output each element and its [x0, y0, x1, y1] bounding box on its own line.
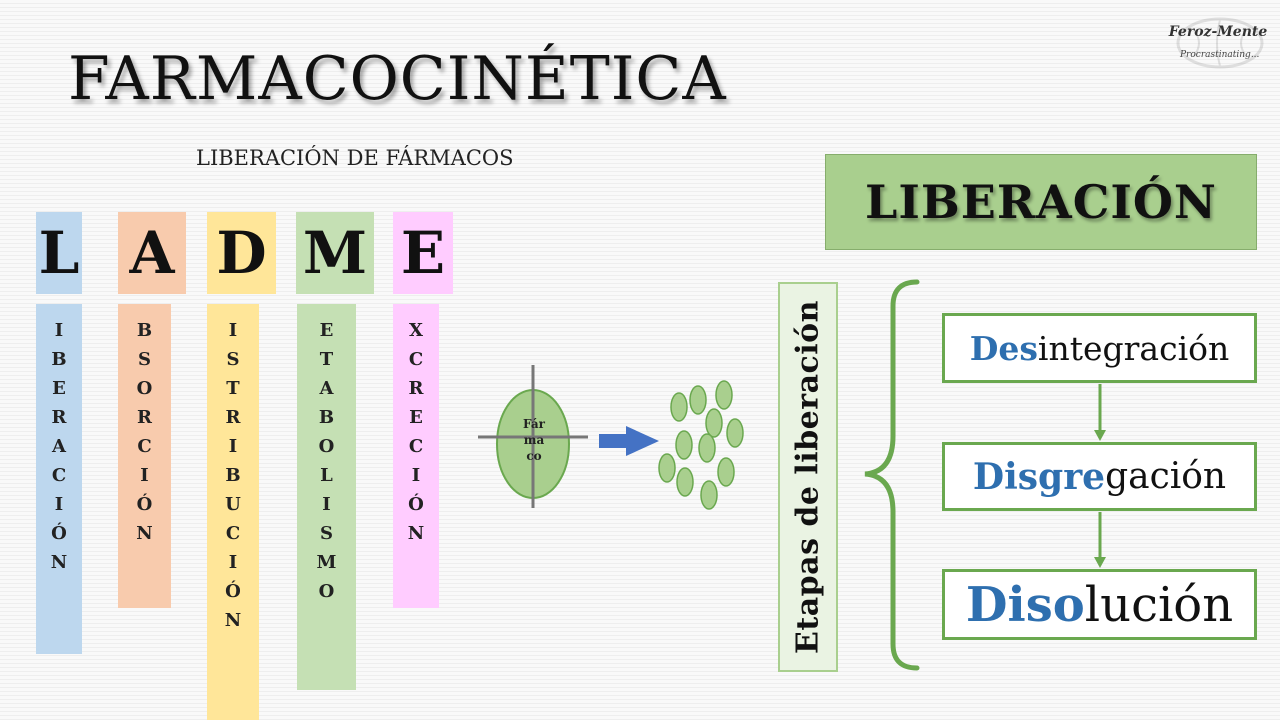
strip-letter: N [50, 552, 68, 573]
strip-letter: I [322, 494, 331, 515]
strip-letter: M [316, 552, 337, 573]
strip-letter: B [51, 349, 67, 370]
strip-letter: S [138, 349, 151, 370]
brace-and-connectors [864, 279, 1106, 671]
liberacion-title: LIBERACIÓN [865, 175, 1217, 229]
strip-letter: Ó [51, 523, 67, 544]
ladme-strip-excrecion: X C R E C I Ó N [393, 304, 439, 608]
particle [715, 380, 733, 410]
drug-label: Fár ma co [504, 416, 564, 464]
strip-letter: T [226, 378, 240, 399]
strip-letter: C [51, 465, 67, 486]
strip-letter: I [228, 320, 238, 341]
strip-letter: X [409, 320, 423, 341]
strip-letter: S [320, 523, 333, 544]
ladme-strip-liberacion: I B E R A C I Ó N [36, 304, 82, 654]
strip-letter: E [409, 407, 423, 428]
strip-letter: S [226, 349, 240, 370]
particle [700, 480, 718, 510]
etapas-box: Etapas de liberación [778, 282, 838, 672]
strip-letter: N [136, 523, 153, 544]
strip-letter: L [320, 465, 333, 486]
ladme-letter-l: L [36, 212, 82, 294]
strip-letter: R [408, 378, 424, 399]
strip-letter: O [318, 581, 335, 602]
curly-brace [864, 279, 920, 671]
strip-letter: C [225, 523, 241, 544]
particle [689, 385, 707, 415]
brain-icon [1176, 17, 1264, 69]
connector-arrowhead [1094, 557, 1106, 568]
stage-rest: gación [1105, 456, 1227, 497]
connector-arrowhead [1094, 430, 1106, 441]
strip-letter: C [408, 436, 424, 457]
strip-letter: R [225, 407, 241, 428]
strip-letter: T [319, 349, 334, 370]
ladme-letter-d: D [207, 212, 276, 294]
strip-letter: B [225, 465, 241, 486]
brand-logo: Feroz-Mente Procrastinating... [1166, 16, 1270, 72]
ladme-strip-distribucion: I S T R I B U C I Ó N [207, 304, 259, 720]
stage-highlight: Diso [965, 576, 1085, 633]
strip-letter: I [228, 552, 238, 573]
strip-letter: B [136, 320, 153, 341]
ladme-letter-a: A [118, 212, 186, 294]
liberacion-header-box: LIBERACIÓN [825, 154, 1257, 250]
particle [670, 392, 688, 422]
stage-highlight: Des [969, 328, 1038, 368]
strip-letter: O [318, 436, 335, 457]
particle [705, 408, 723, 438]
drug-label-line: ma [523, 433, 545, 447]
particle [717, 457, 735, 487]
drug-disintegration-illustration [478, 365, 744, 510]
strip-letter: I [411, 465, 421, 486]
strip-letter: I [140, 465, 149, 486]
strip-letter: I [228, 436, 238, 457]
strip-letter: R [51, 407, 67, 428]
stage-rest: lución [1084, 576, 1234, 633]
strip-letter: N [224, 610, 242, 631]
page-title: FARMACOCINÉTICA [68, 44, 727, 114]
strip-letter: U [225, 494, 241, 515]
strip-letter: A [52, 436, 66, 457]
strip-letter: Ó [408, 494, 424, 515]
ladme-letter-e: E [393, 212, 453, 294]
strip-letter: E [52, 378, 66, 399]
drug-label-line: co [526, 449, 542, 463]
etapas-label: Etapas de liberación [790, 299, 826, 655]
strip-letter: A [319, 378, 334, 399]
strip-letter: N [407, 523, 425, 544]
logo-brand-text: Feroz-Mente [1168, 24, 1268, 40]
strip-letter: I [54, 494, 64, 515]
ladme-strip-absorcion: B S O R C I Ó N [118, 304, 171, 608]
strip-letter: C [137, 436, 152, 457]
strip-letter: C [408, 349, 424, 370]
particle [676, 467, 694, 497]
strip-letter: O [136, 378, 153, 399]
strip-letter: R [137, 407, 152, 428]
strip-letter: I [54, 320, 64, 341]
arrow-icon [599, 426, 659, 456]
strip-letter: Ó [136, 494, 153, 515]
logo-tagline: Procrastinating... [1180, 50, 1260, 60]
particle [658, 453, 676, 483]
particle [698, 433, 716, 463]
subtitle: LIBERACIÓN DE FÁRMACOS [196, 146, 514, 170]
strip-letter: B [318, 407, 335, 428]
strip-letter: Ó [225, 581, 241, 602]
ladme-strip-metabolismo: E T A B O L I S M O [297, 304, 356, 690]
stage-highlight: Disgre [972, 455, 1106, 498]
ladme-letter-m: M [296, 212, 374, 294]
particle [726, 418, 744, 448]
stage-rest: integración [1037, 328, 1230, 368]
strip-letter: E [319, 320, 334, 341]
drug-label-line: Fár [523, 417, 545, 431]
particles [658, 380, 744, 510]
particle [675, 430, 693, 460]
